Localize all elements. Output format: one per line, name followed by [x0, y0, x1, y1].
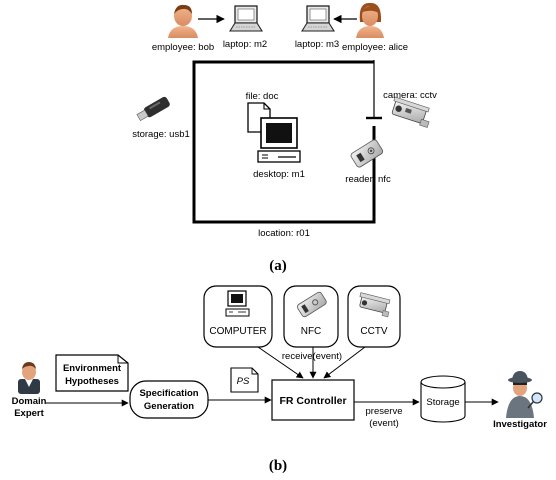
fr-controller-label: FR Controller: [279, 395, 346, 407]
generation-label: Generation: [144, 401, 194, 412]
environment-label: Environment: [63, 363, 122, 374]
specification-generation-box: [129, 380, 209, 419]
desktop-icon: [257, 117, 301, 163]
document-icon: [55, 354, 129, 392]
camera-icon: [391, 96, 430, 128]
storage-cylinder-icon: [420, 375, 466, 423]
preserve-event-label: (event): [369, 418, 399, 429]
storage-b-label: Storage: [426, 397, 459, 408]
location-label: location: r01: [258, 228, 310, 239]
caption-b: (b): [269, 458, 287, 474]
fr-controller-box: [271, 379, 355, 421]
reader-label: reader: nfc: [345, 174, 391, 185]
computer-label: COMPUTER: [209, 326, 266, 337]
room-wall: [192, 60, 376, 224]
cctv-sensor-box: [347, 285, 401, 348]
document-icon: [230, 367, 259, 393]
nfc-reader-icon: [350, 139, 384, 168]
receive-event-label: receive(event): [282, 351, 342, 362]
laptop-icon: [301, 5, 335, 32]
specification-label: Specification: [139, 388, 198, 399]
hypotheses-label: Hypotheses: [65, 376, 119, 387]
ps-label: PS: [237, 376, 250, 387]
domain-label: Domain: [12, 396, 47, 407]
desktop-label: desktop: m1: [253, 169, 305, 180]
expert-label: Expert: [14, 408, 44, 419]
person-icon: [18, 362, 40, 394]
usb-icon: [136, 96, 170, 122]
preserve-label: preserve: [366, 406, 403, 417]
nfc-sensor-box: [283, 285, 339, 348]
nfc-label: NFC: [301, 326, 322, 337]
person-icon: [356, 2, 384, 38]
nfc-reader-icon: [296, 291, 327, 318]
laptop-m3-label: laptop: m3: [295, 39, 339, 50]
investigator-label: Investigator: [493, 419, 547, 430]
laptop-m2-label: laptop: m2: [223, 39, 267, 50]
file-label: file: doc: [246, 91, 279, 102]
employee-alice-label: employee: alice: [342, 42, 408, 53]
caption-a: (a): [269, 258, 287, 274]
person-icon: [168, 4, 198, 38]
storage-label: storage: usb1: [132, 129, 190, 140]
cctv-label: CCTV: [360, 326, 388, 337]
camera-label: camera: cctv: [383, 90, 437, 101]
investigator-icon: [506, 371, 543, 418]
laptop-icon: [229, 5, 263, 32]
employee-bob-label: employee: bob: [152, 42, 214, 53]
camera-icon: [359, 292, 391, 318]
desktop-icon: [225, 290, 250, 317]
